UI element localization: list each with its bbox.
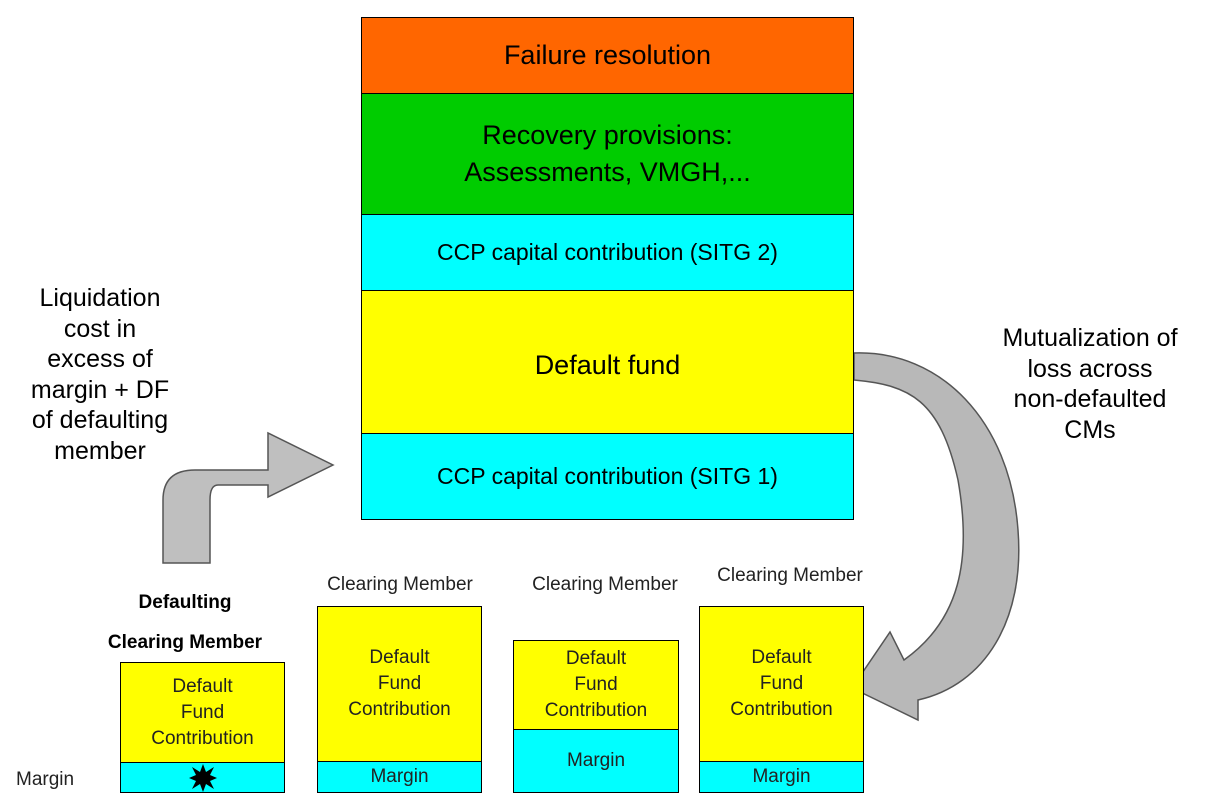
title-line: Defaulting (138, 592, 232, 613)
note-line: CMs (1064, 415, 1116, 444)
clearing-member-3-margin: Margin (699, 761, 864, 793)
ccp-capital-sitg2-layer: CCP capital contribution (SITG 2) (361, 214, 854, 291)
note-line: Mutualization of (1002, 324, 1178, 352)
recovery-provisions-label: Recovery provisions: (482, 120, 733, 150)
df-line: Default (565, 648, 627, 669)
note-line: of defaulting (31, 406, 169, 434)
recovery-provisions-layer: Recovery provisions: Assessments, VMGH,.… (361, 93, 854, 215)
margin-label: Margin (370, 766, 429, 787)
curved-arrow-icon (850, 352, 1020, 722)
note-line: margin + DF (30, 375, 170, 404)
curved-arrow-icon (162, 431, 335, 564)
defaulting-margin-label: Margin (16, 769, 75, 790)
df-line: Default (369, 647, 430, 668)
clearing-member-1-title: Clearing Member (327, 574, 473, 595)
df-line: Contribution (730, 699, 833, 720)
clearing-member-2-margin: Margin (513, 729, 679, 793)
clearing-member-3-title: Clearing Member (717, 565, 863, 586)
df-line: Fund (377, 673, 422, 694)
note-line: cost in (63, 314, 137, 343)
defaulting-member-margin (120, 762, 285, 793)
df-line: Contribution (348, 699, 451, 720)
df-line: Contribution (151, 727, 254, 749)
failure-resolution-layer: Failure resolution (361, 17, 854, 94)
df-line: Default (751, 647, 812, 668)
note-line: loss across (1027, 354, 1153, 383)
clearing-member-2-df: Default Fund Contribution (513, 640, 679, 730)
note-line: non-defaulted (1013, 385, 1167, 413)
liquidation-cost-note: Liquidation cost in excess of margin + D… (10, 283, 190, 466)
ccp-capital-sitg1-layer: CCP capital contribution (SITG 1) (361, 433, 854, 520)
clearing-member-3-df: Default Fund Contribution (699, 606, 864, 762)
clearing-member-2-title: Clearing Member (532, 574, 678, 595)
failure-resolution-label: Failure resolution (503, 40, 712, 70)
ccp-capital-sitg2-label: CCP capital contribution (SITG 2) (437, 239, 778, 265)
note-line: member (54, 436, 146, 465)
recovery-provisions-detail: Assessments, VMGH,... (464, 157, 751, 187)
clearing-member-1-margin: Margin (317, 761, 482, 793)
mutualization-note: Mutualization of loss across non-default… (980, 323, 1200, 445)
df-line: Fund (180, 701, 225, 723)
margin-label: Margin (566, 750, 626, 771)
df-line: Default (172, 675, 233, 697)
default-fund-label: Default fund (534, 350, 681, 380)
note-line: Liquidation (39, 284, 161, 312)
default-fund-layer: Default fund (361, 290, 854, 434)
note-line: excess of (47, 345, 153, 373)
ccp-capital-sitg1-label: CCP capital contribution (SITG 1) (437, 463, 778, 489)
title-line: Clearing Member (107, 632, 263, 653)
defaulting-member-df: Default Fund Contribution (120, 662, 285, 763)
margin-label: Margin (752, 766, 811, 787)
df-line: Fund (574, 674, 618, 695)
df-line: Fund (759, 673, 804, 694)
df-line: Contribution (544, 700, 648, 721)
clearing-member-1-df: Default Fund Contribution (317, 606, 482, 762)
burst-icon (188, 763, 217, 792)
defaulting-member-title: Defaulting Clearing Member (90, 583, 280, 663)
